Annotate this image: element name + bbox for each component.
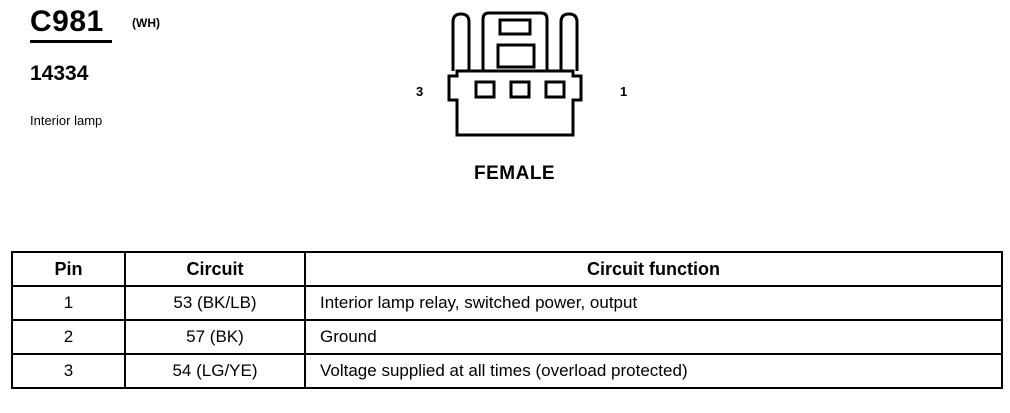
cell-pin: 1 [11,285,126,321]
left-latch-arm [451,12,471,71]
connector-face-diagram [447,11,583,137]
cell-circuit: 57 (BK) [124,319,306,355]
connector-id: C981 [30,5,104,38]
connector-description: Interior lamp [30,113,103,128]
key-slot-upper [498,18,532,36]
cell-function: Voltage supplied at all times (overload … [304,353,1003,389]
part-number: 14334 [30,62,89,85]
right-latch-arm [559,12,579,71]
table-row: 3 54 (LG/YE) Voltage supplied at all tim… [11,353,1003,389]
header-function: Circuit function [304,251,1003,287]
connector-id-underline [30,40,112,43]
pin-label-right: 1 [620,84,628,99]
table-header-row: Pin Circuit Circuit function [11,251,1003,287]
pin-cavity-3 [474,80,496,99]
header-circuit: Circuit [124,251,306,287]
header-pin: Pin [11,251,126,287]
cell-pin: 3 [11,353,126,389]
cell-function: Ground [304,319,1003,355]
pin-table: Pin Circuit Circuit function 1 53 (BK/LB… [11,251,1003,389]
connector-gender: FEMALE [474,163,556,184]
key-slot-lower [496,43,536,69]
table-row: 2 57 (BK) Ground [11,319,1003,355]
cell-circuit: 54 (LG/YE) [124,353,306,389]
pin-cavity-1 [544,80,566,99]
cell-circuit: 53 (BK/LB) [124,285,306,321]
pin-label-left: 3 [416,84,424,99]
keying-tab [481,11,549,71]
cell-function: Interior lamp relay, switched power, out… [304,285,1003,321]
pin-cavity-2 [509,80,531,99]
cell-pin: 2 [11,319,126,355]
connector-body [447,69,583,137]
color-code: (WH) [132,16,160,30]
table-row: 1 53 (BK/LB) Interior lamp relay, switch… [11,285,1003,321]
